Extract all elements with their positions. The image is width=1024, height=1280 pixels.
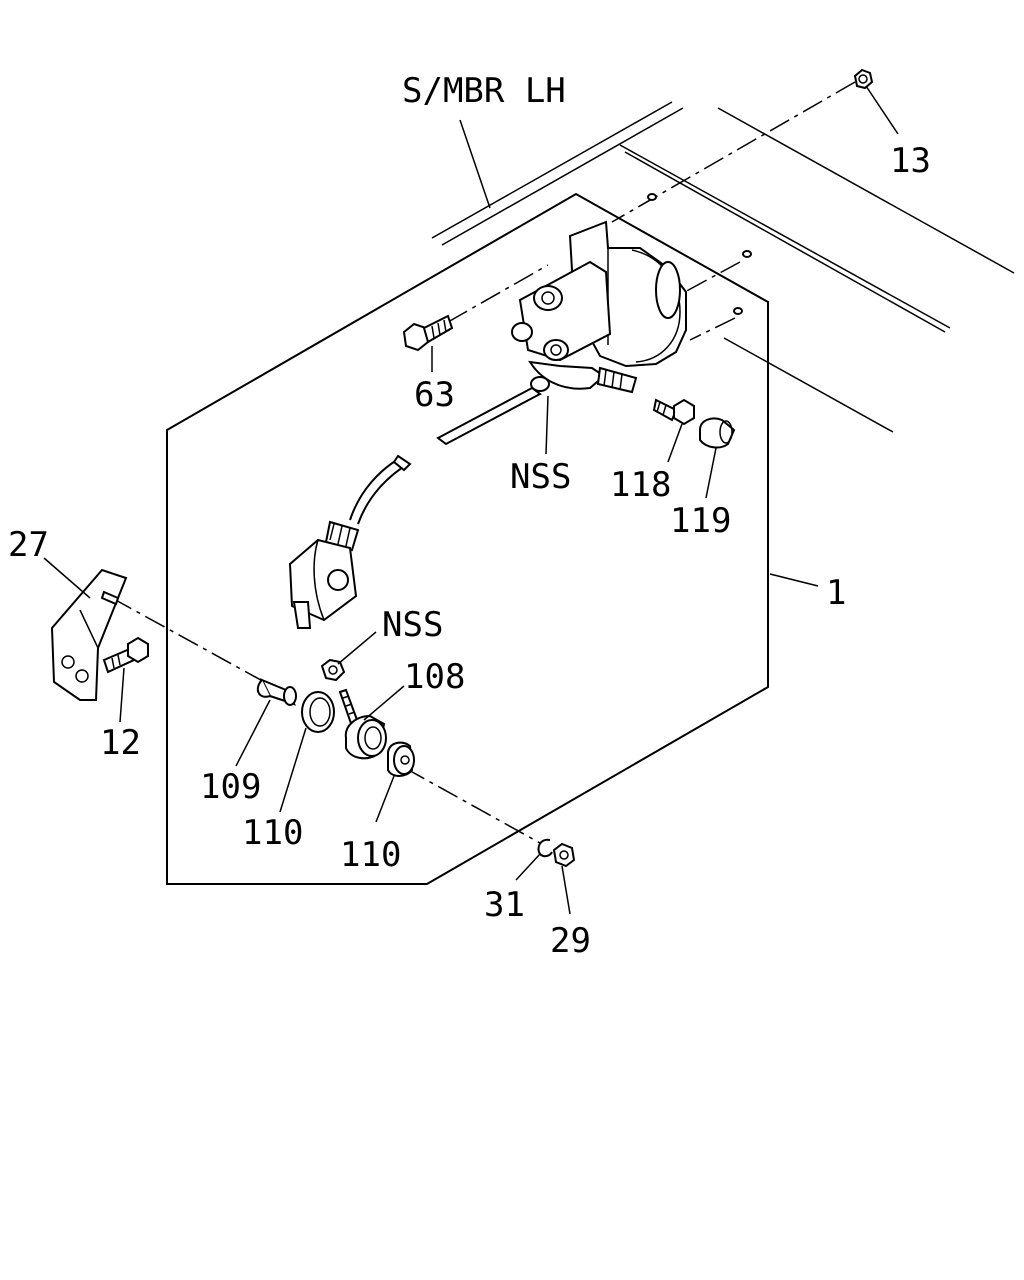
label-31: 31 [484, 885, 525, 925]
callout-labels: S/MBR LH 13 63 NSS 118 119 1 27 12 NSS 1… [8, 71, 931, 961]
label-nss-mid: NSS [382, 605, 443, 645]
bushing-110-left-icon [301, 691, 335, 733]
bracket-27-icon [50, 568, 128, 701]
cap-119-icon [699, 417, 736, 449]
actuator-body-icon [511, 220, 687, 394]
label-110-left: 110 [242, 813, 303, 853]
label-smbr-lh: S/MBR LH [402, 71, 566, 111]
lever-108-icon [338, 688, 387, 760]
pin-109-icon [256, 678, 297, 706]
frame-holes [647, 193, 752, 315]
leader-lines [43, 85, 899, 915]
centerlines [111, 81, 856, 844]
label-108: 108 [404, 657, 465, 697]
side-member-frame [431, 101, 1015, 433]
bolt-63-icon [402, 314, 454, 352]
label-109: 109 [200, 767, 261, 807]
label-nss-top: NSS [510, 457, 571, 497]
label-12: 12 [100, 723, 141, 763]
label-13: 13 [890, 141, 931, 181]
label-118: 118 [610, 465, 671, 505]
label-63: 63 [414, 375, 455, 415]
label-119: 119 [670, 501, 731, 541]
label-29: 29 [550, 921, 591, 961]
nut-nss-icon [320, 658, 346, 682]
nut-13-icon [853, 68, 874, 90]
label-27: 27 [8, 525, 49, 565]
assembly-boundary [166, 192, 769, 885]
control-cable-icon [349, 386, 542, 525]
nut-29-icon [552, 842, 576, 868]
clip-31-icon [537, 838, 553, 858]
label-1: 1 [826, 573, 846, 613]
bushing-110-right-icon [387, 741, 415, 777]
bolt-118-icon [652, 398, 695, 426]
label-110-right: 110 [340, 835, 401, 875]
cable-end-lever-icon [288, 520, 360, 629]
bolt-12-icon [102, 636, 149, 674]
